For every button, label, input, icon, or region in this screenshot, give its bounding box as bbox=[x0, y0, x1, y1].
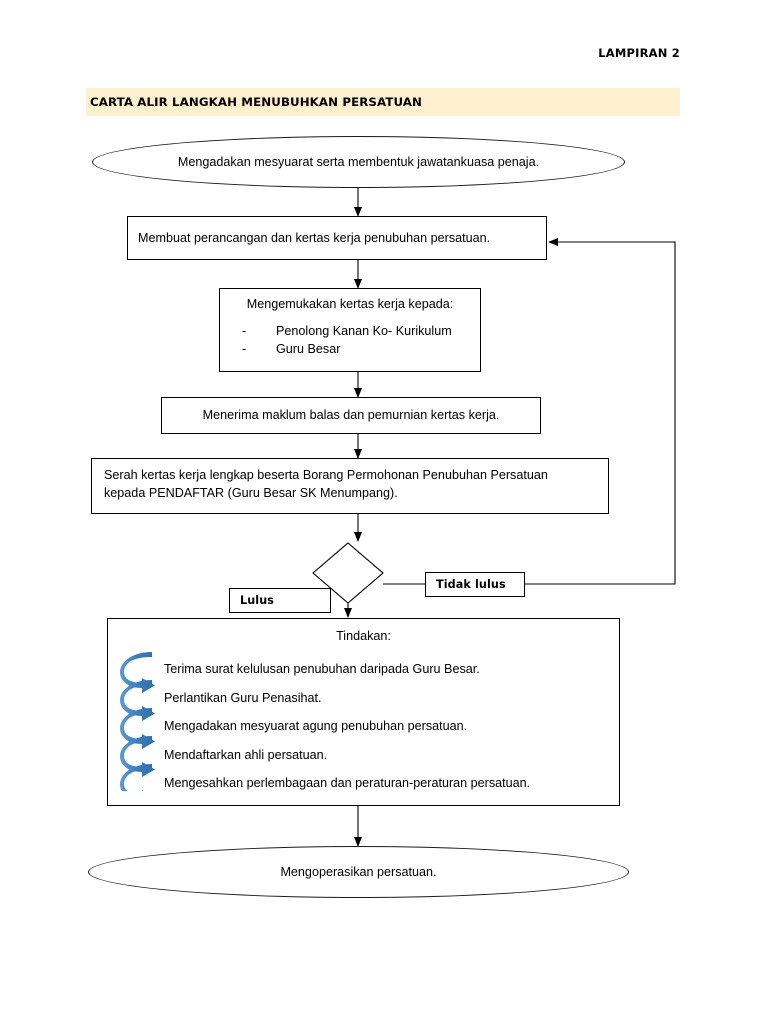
node-actions-heading: Tindakan: bbox=[336, 629, 391, 643]
action-item: Mendaftarkan ahli persatuan. bbox=[164, 747, 328, 762]
node-actions-list: Terima surat kelulusan penubuhan daripad… bbox=[164, 655, 614, 798]
decision-no-label: Tidak lulus bbox=[436, 578, 506, 591]
node-start-text: Mengadakan mesyuarat serta membentuk jaw… bbox=[177, 154, 540, 169]
action-item: Mengadakan mesyuarat agung penubuhan per… bbox=[164, 719, 468, 733]
spiral-arrows-icon bbox=[120, 652, 155, 791]
decision-no-chip: Tidak lulus bbox=[425, 572, 525, 597]
node-step3-text: Menerima maklum balas dan pemurnian kert… bbox=[202, 408, 500, 423]
node-step1-text: Membuat perancangan dan kertas kerja pen… bbox=[138, 230, 491, 245]
document-header-label: LAMPIRAN 2 bbox=[598, 46, 680, 60]
action-item: Terima surat kelulusan penubuhan daripad… bbox=[164, 662, 480, 676]
decision-yes-chip: Lulus bbox=[229, 588, 331, 613]
node-step2-item: - Penolong Kanan Ko- Kurikulum bbox=[220, 322, 480, 340]
node-step2-title: Mengemukakan kertas kerja kepada: bbox=[246, 297, 454, 311]
page-title: CARTA ALIR LANGKAH MENUBUHKAN PERSATUAN bbox=[90, 95, 422, 109]
node-step3: Menerima maklum balas dan pemurnian kert… bbox=[161, 397, 541, 434]
node-step2: Mengemukakan kertas kerja kepada: - Peno… bbox=[219, 288, 481, 372]
node-step1: Membuat perancangan dan kertas kerja pen… bbox=[127, 216, 547, 260]
node-step2-item-label: Penolong Kanan Ko- Kurikulum bbox=[276, 323, 452, 338]
node-end-text: Mengoperasikan persatuan. bbox=[280, 864, 437, 879]
node-start-oval: Mengadakan mesyuarat serta membentuk jaw… bbox=[92, 136, 625, 188]
title-banner: CARTA ALIR LANGKAH MENUBUHKAN PERSATUAN bbox=[86, 88, 680, 116]
decision-yes-label: Lulus bbox=[240, 594, 275, 607]
node-step4-line2: kepada PENDAFTAR (Guru Besar SK Menumpan… bbox=[104, 485, 398, 500]
node-step2-item-label: Guru Besar bbox=[276, 342, 341, 357]
dash-marker: - bbox=[242, 323, 247, 338]
node-step2-item: - Guru Besar bbox=[220, 340, 480, 358]
node-end-oval: Mengoperasikan persatuan. bbox=[88, 846, 629, 898]
node-step4-line1: Serah kertas kerja lengkap beserta Boran… bbox=[104, 468, 548, 482]
action-item: Perlantikan Guru Penasihat. bbox=[164, 690, 322, 705]
action-item: Mengesahkan perlembagaan dan peraturan-p… bbox=[164, 776, 531, 790]
dash-marker: - bbox=[242, 342, 247, 357]
node-step4: Serah kertas kerja lengkap beserta Boran… bbox=[91, 458, 609, 514]
node-actions: Tindakan: Terima surat kelulusan penubuh… bbox=[107, 618, 620, 806]
